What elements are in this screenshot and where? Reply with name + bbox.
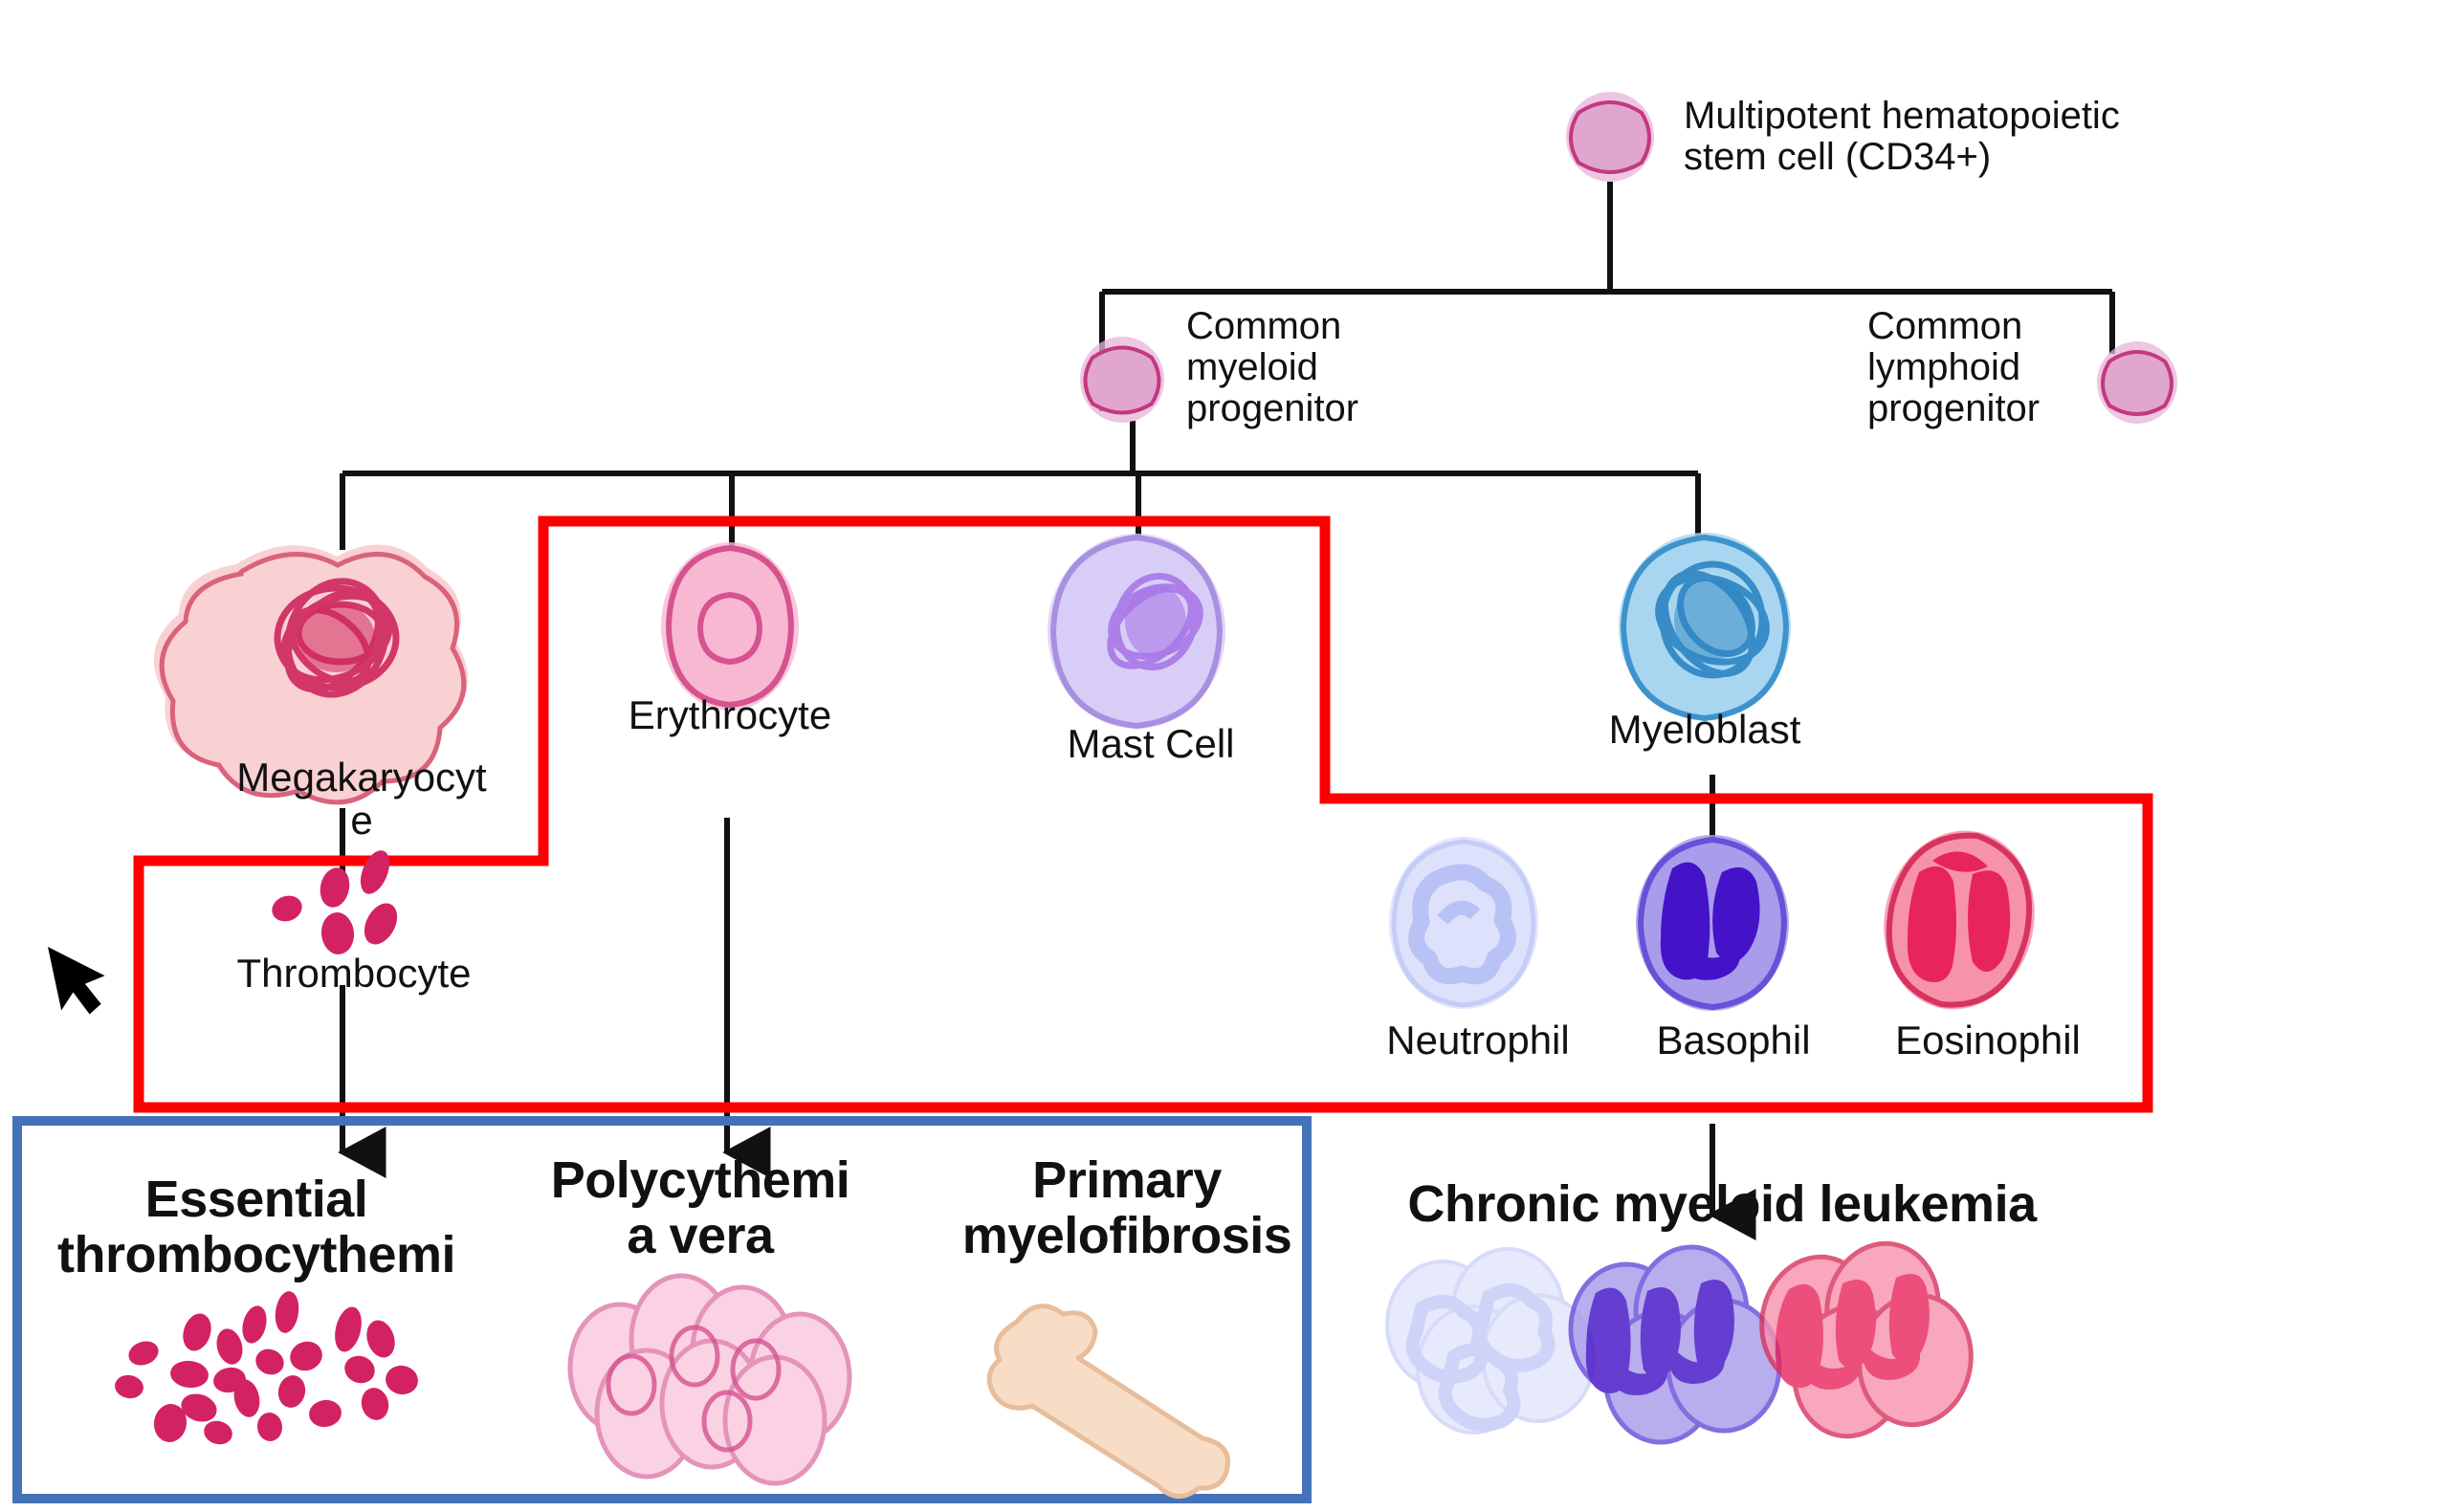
- myeloblast-icon: [1619, 533, 1791, 722]
- common-lymphoid-progenitor-label: Common lymphoid progenitor: [1867, 305, 2041, 430]
- common-myeloid-progenitor-label: Common myeloid progenitor: [1186, 305, 1359, 430]
- primary-myelofibrosis-bone-illustration: [986, 1304, 1230, 1499]
- disease-label-chronic-myeloid-leukemia: Chronic myeloid leukemia: [1407, 1175, 2037, 1233]
- cell-label-myeloblast: Myeloblast: [1608, 707, 1801, 752]
- polycythemia-vera-illustration: [567, 1273, 852, 1486]
- disease-label-essential-thrombocythemia: Essential thrombocythemi: [56, 1171, 456, 1284]
- megakaryocyte-icon: [153, 544, 469, 805]
- cell-label-thrombocyte: Thrombocyte: [236, 951, 472, 996]
- stem-cell-label: Multipotent hematopoietic stem cell (CD3…: [1684, 95, 2120, 179]
- cell-label-basophil: Basophil: [1656, 1018, 1811, 1063]
- common-myeloid-progenitor-icon: [1080, 337, 1164, 423]
- disease-label-primary-myelofibrosis: Primary myelofibrosis: [961, 1151, 1292, 1265]
- common-lymphoid-progenitor-icon: [2097, 341, 2177, 424]
- mast-cell-icon: [1048, 534, 1225, 730]
- erythrocyte-icon: [661, 542, 799, 711]
- red-highlight-outline: [133, 515, 2153, 1113]
- disease-label-polycythemia-vera: Polycythemi a vera: [550, 1151, 850, 1265]
- chronic-myeloid-leukemia-illustration: [1385, 1240, 1974, 1445]
- thrombocyte-icon: [272, 850, 398, 954]
- cell-label-mast-cell: Mast Cell: [1067, 721, 1235, 766]
- essential-thrombocythemia-illustration: [115, 1291, 418, 1445]
- cell-label-erythrocyte: Erythrocyte: [628, 692, 832, 737]
- tree-edges: [340, 182, 2115, 875]
- stem-cell-icon: [1566, 92, 1654, 182]
- cell-label-neutrophil: Neutrophil: [1386, 1018, 1570, 1063]
- blue-highlight-outline: [12, 1116, 1312, 1503]
- cell-label-eosinophil: Eosinophil: [1895, 1018, 2081, 1063]
- basophil-icon: [1636, 835, 1789, 1011]
- eosinophil-icon: [1884, 830, 2035, 1010]
- cell-label-megakaryocyte: Megakaryocyt e: [236, 755, 487, 844]
- mouse-pointer-icon: [48, 947, 105, 1015]
- neutrophil-icon: [1389, 837, 1538, 1009]
